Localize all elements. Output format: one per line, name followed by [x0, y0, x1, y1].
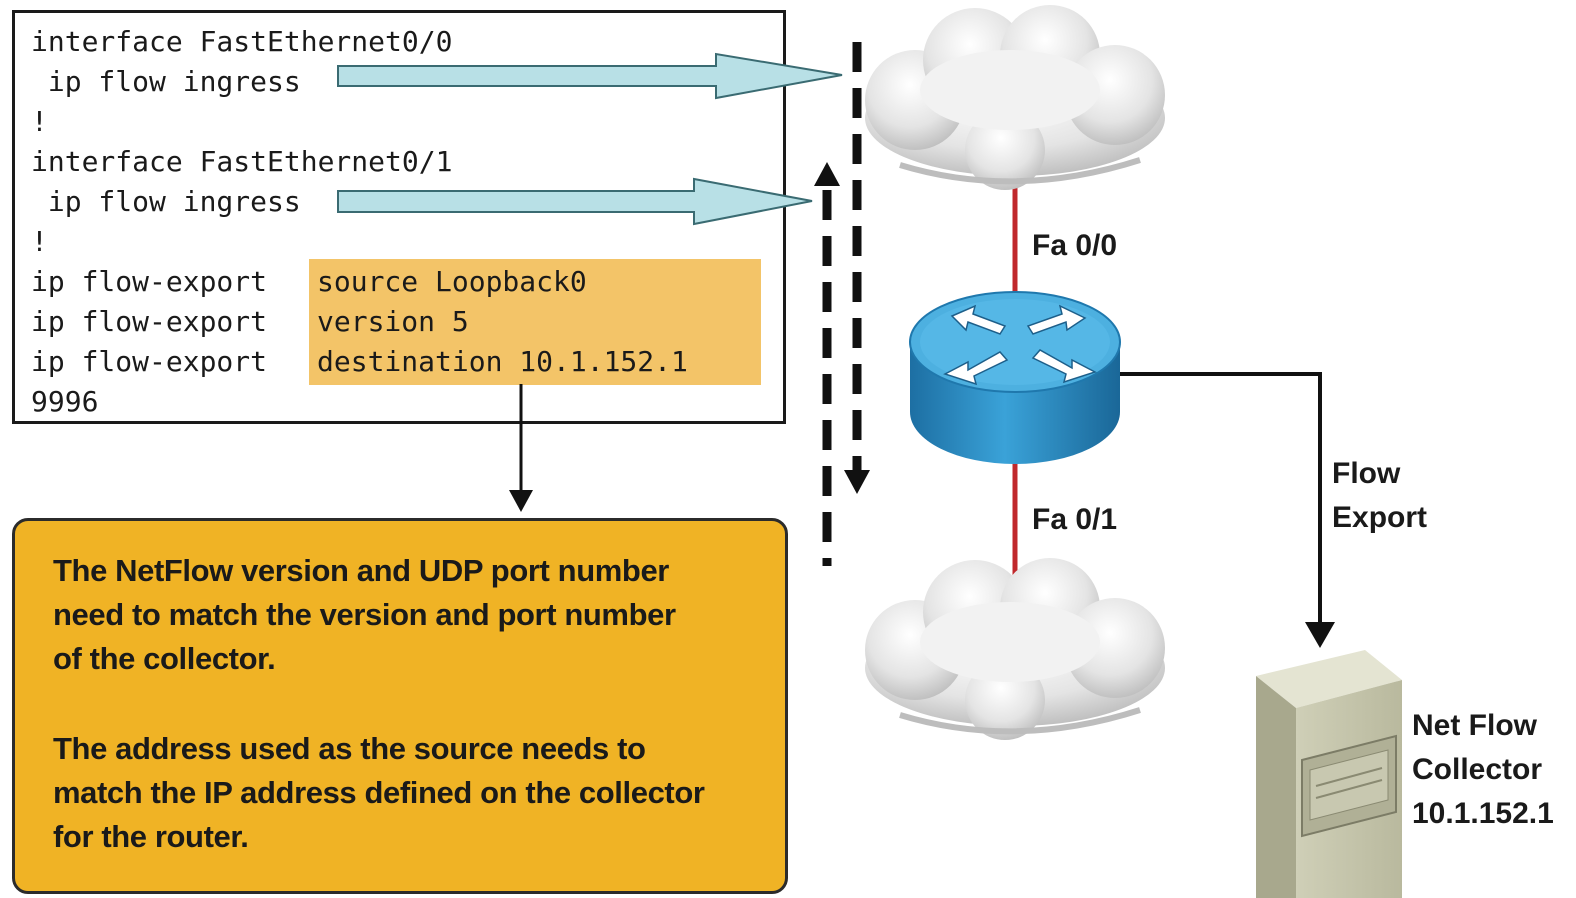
highlighted-text: version 5 [317, 305, 469, 338]
router-icon [909, 291, 1121, 464]
collector-label-line1: Net Flow [1412, 709, 1537, 742]
config-line: ip flow ingress [31, 65, 301, 98]
config-line: ! [31, 225, 48, 258]
flow-export-label-line1: Flow [1332, 457, 1401, 490]
note-box: The NetFlow version and UDP port number … [12, 518, 788, 894]
note-line: for the router. [53, 819, 249, 854]
note-line: The address used as the source needs to [53, 731, 646, 766]
highlight-block [309, 259, 761, 385]
cloud-bottom [865, 558, 1165, 740]
highlighted-text: destination 10.1.152.1 [317, 345, 688, 378]
config-line: interface FastEthernet0/0 [31, 25, 453, 58]
interface-label-fa00: Fa 0/0 [1032, 229, 1118, 262]
flow-export-line [1118, 372, 1322, 624]
note-line: need to match the version and port numbe… [53, 597, 676, 632]
config-line: ip flow-export [31, 265, 284, 298]
flow-export-label-line2: Export [1332, 501, 1428, 534]
config-line: 9996 [31, 385, 99, 418]
server-icon [1256, 650, 1402, 898]
note-line: match the IP address defined on the coll… [53, 775, 705, 810]
flow-export-arrowhead [1305, 622, 1335, 648]
traffic-arrowhead-up [814, 162, 840, 186]
config-line: ! [31, 105, 48, 138]
highlight-to-note-arrowhead [509, 490, 533, 512]
ingress-arrow-2 [337, 177, 813, 226]
note-line: The NetFlow version and UDP port number [53, 553, 669, 588]
cloud-top [865, 5, 1165, 190]
interface-label-fa01: Fa 0/1 [1032, 503, 1118, 536]
config-line: interface FastEthernet0/1 [31, 145, 453, 178]
highlighted-text: source Loopback0 [317, 265, 587, 298]
config-line: ip flow ingress [31, 185, 301, 218]
ingress-arrow-1 [337, 52, 843, 100]
traffic-arrowhead-down [844, 470, 870, 494]
config-line: ip flow-export [31, 305, 284, 338]
collector-label-line2: Collector [1412, 753, 1543, 786]
collector-label-line3: 10.1.152.1 [1412, 797, 1554, 830]
config-line: ip flow-export [31, 345, 284, 378]
note-line: of the collector. [53, 641, 276, 676]
